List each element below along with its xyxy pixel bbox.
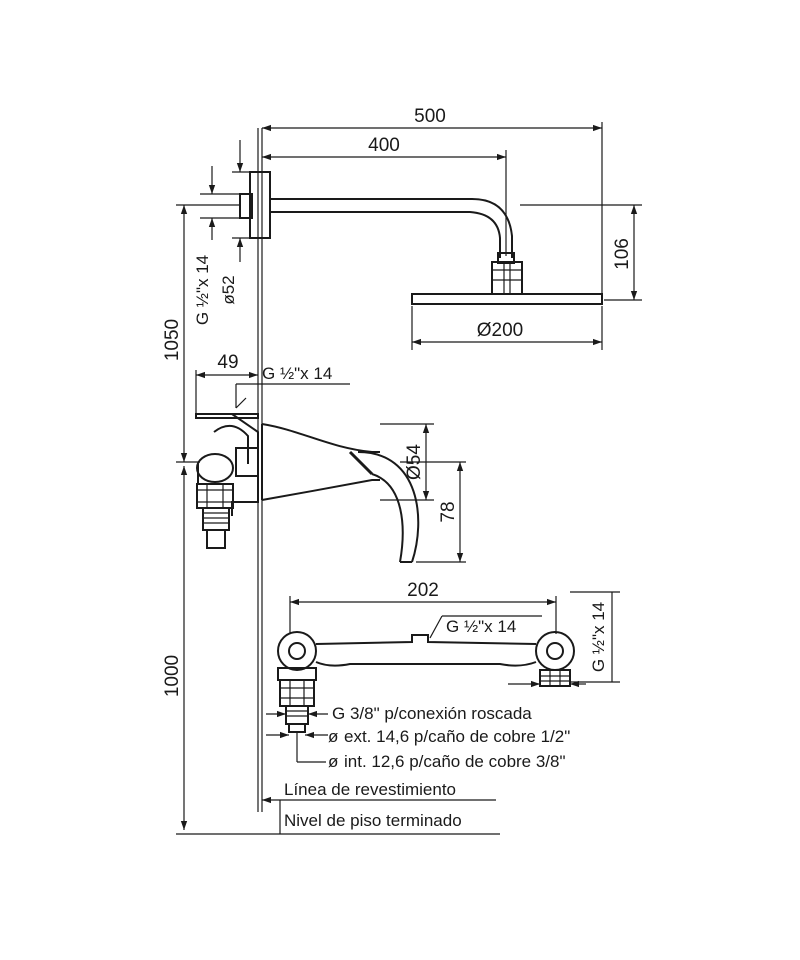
dimension-lines [176, 122, 642, 835]
dim-200: Ø200 [477, 320, 523, 341]
connection-notes: G 3/8" p/conexión roscada ø ext. 14,6 p/… [284, 704, 570, 830]
note-int: int. 12,6 p/caño de cobre 3/8" [344, 752, 566, 771]
spout-thread-label: G ½"x 14 [262, 364, 332, 383]
wall-reference-label: Línea de revestimiento [284, 780, 456, 799]
dim-1050: 1050 [162, 319, 183, 361]
dim-arm-thread: G ½"x 14 [193, 255, 212, 325]
dim-52: ø52 [219, 275, 238, 304]
bar-thread-label: G ½"x 14 [446, 617, 516, 636]
diameter-symbol-icon: ø [328, 727, 338, 746]
diameter-symbol-icon: ø [328, 752, 338, 771]
connection-bar [277, 631, 575, 733]
dim-106: 106 [612, 238, 633, 270]
dim-1000: 1000 [162, 655, 183, 697]
dim-78: 78 [438, 501, 459, 522]
dim-54: Ø54 [404, 444, 425, 480]
floor-reference-label: Nivel de piso terminado [284, 811, 462, 830]
dim-500: 500 [414, 106, 446, 127]
spout-assembly [195, 413, 420, 563]
shower-arm [239, 171, 603, 305]
dim-202: 202 [407, 580, 439, 601]
dim-400: 400 [368, 135, 400, 156]
dim-49: 49 [217, 352, 238, 373]
side-thread-label: G ½"x 14 [589, 602, 608, 672]
note-conn: G 3/8" p/conexión roscada [332, 704, 532, 723]
dimension-labels: 500 400 106 Ø200 1050 G ½"x 14 ø52 49 G … [162, 106, 633, 697]
note-ext: ext. 14,6 p/caño de cobre 1/2" [344, 727, 570, 746]
